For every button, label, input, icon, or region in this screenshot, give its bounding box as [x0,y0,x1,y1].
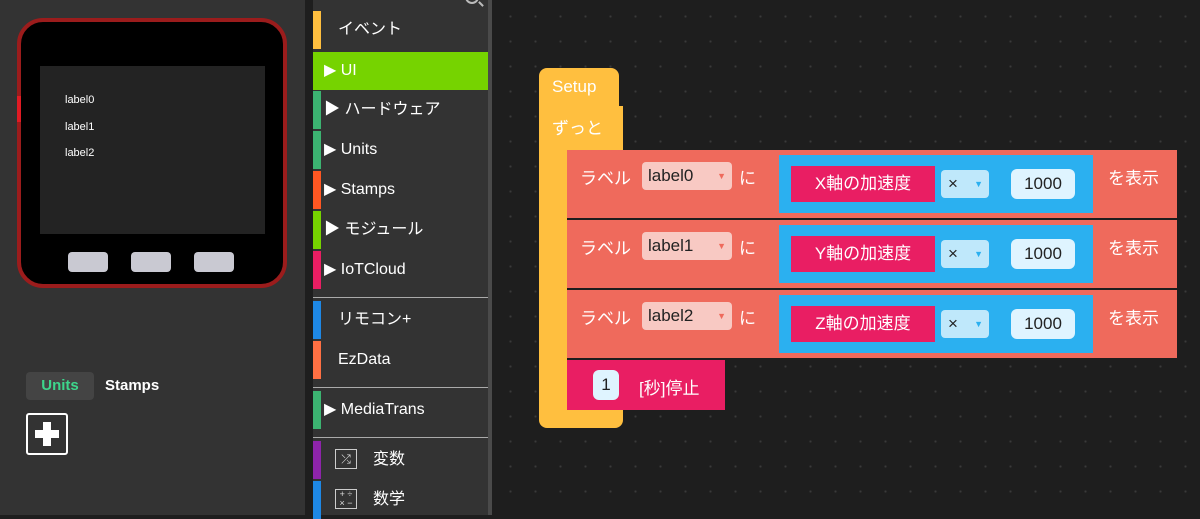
x-accel-block[interactable]: X軸の加速度 [791,166,935,202]
setup-block[interactable]: Setup [539,68,619,106]
category-iotcloud[interactable]: ▶ IoTCloud [313,251,488,289]
screen-label-2[interactable]: label2 [65,147,95,159]
operator-value: × [948,244,958,263]
category-label: ▶ Units [324,141,378,158]
category-ui[interactable]: ▶ UI [313,52,488,90]
label-prefix: ラベル [580,309,631,328]
category-module[interactable]: ▶ モジュール [313,211,488,249]
sensor-label: Z軸の加速度 [815,314,911,333]
category-divider [313,387,488,388]
display-suffix: を表示 [1108,239,1159,258]
category-label: ▶ UI [324,62,357,79]
device-button-a[interactable] [68,252,108,272]
device-preview: label0 label1 label2 [17,18,287,288]
category-mediatrans[interactable]: ▶ MediaTrans [313,391,488,429]
label-dropdown-0[interactable]: label0▼ [642,162,732,190]
forever-block-foot [539,410,623,428]
device-button-c[interactable] [194,252,234,272]
category-label-text: Stamps [340,181,395,198]
number-field-1[interactable]: 1000 [1011,239,1075,269]
category-label: ▶ ハードウェア [324,101,441,118]
particle-text: に [739,169,756,188]
category-label-text: IoTCloud [340,261,406,278]
category-divider [313,297,488,298]
category-divider [313,437,488,438]
operator-dropdown-1[interactable]: ×▼ [941,240,989,268]
label-dropdown-value: label2 [648,306,694,325]
category-units[interactable]: ▶ Units [313,131,488,169]
operator-value: × [948,314,958,333]
wait-seconds-field[interactable]: 1 [593,370,619,400]
forever-block[interactable]: ずっと [539,106,623,152]
sensor-label: Y軸の加速度 [814,244,912,263]
display-suffix: を表示 [1108,309,1159,328]
device-screen[interactable]: label0 label1 label2 [40,66,265,234]
label-display-block-2[interactable]: ラベル label2▼ に Z軸の加速度 ×▼ 1000 を表示 [567,290,1177,358]
label-dropdown-value: label1 [648,236,694,255]
tab-stamps[interactable]: Stamps [105,377,160,394]
display-suffix: を表示 [1108,169,1159,188]
category-hardware[interactable]: ▶ ハードウェア [313,91,488,129]
label-dropdown-1[interactable]: label1▼ [642,232,732,260]
category-variables[interactable]: ⤮ 変数 [313,441,488,479]
screen-label-1[interactable]: label1 [65,121,95,133]
category-ezdata[interactable]: EzData [313,341,488,379]
category-label: ▶ MediaTrans [324,401,425,418]
device-panel: label0 label1 label2 Units Stamps [0,0,305,515]
y-accel-block[interactable]: Y軸の加速度 [791,236,935,272]
wait-label: [秒]停止 [639,379,700,398]
label-display-block-1[interactable]: ラベル label1▼ に Y軸の加速度 ×▼ 1000 を表示 [567,220,1177,288]
wait-block[interactable]: 1 [秒]停止 [567,360,725,410]
category-label-text: モジュール [344,221,424,238]
category-label: ▶ Stamps [324,181,395,198]
category-label: イベント [338,21,403,38]
category-remote[interactable]: リモコン+ [313,301,488,339]
category-event[interactable]: イベント [313,11,488,49]
operator-value: × [948,174,958,193]
category-label: ▶ IoTCloud [324,261,406,278]
number-field-2[interactable]: 1000 [1011,309,1075,339]
category-label-text: ハードウェア [344,101,441,118]
operator-dropdown-0[interactable]: ×▼ [941,170,989,198]
category-stamps[interactable]: ▶ Stamps [313,171,488,209]
setup-label: Setup [552,77,597,96]
category-label-text: MediaTrans [340,401,425,418]
category-label: EzData [338,351,391,368]
category-label: 変数 [373,451,406,468]
forever-block-arm [539,152,567,414]
category-label: リモコン+ [338,311,412,328]
device-button-b[interactable] [131,252,171,272]
label-display-block-0[interactable]: ラベル label0▼ に X軸の加速度 ×▼ 1000 を表示 [567,150,1177,218]
sensor-label: X軸の加速度 [814,174,912,193]
add-unit-button[interactable] [26,413,68,455]
screen-label-0[interactable]: label0 [65,94,95,106]
category-label-text: UI [340,62,357,79]
math-operators-icon: + ÷× − [335,489,357,509]
number-field-0[interactable]: 1000 [1011,169,1075,199]
z-accel-block[interactable]: Z軸の加速度 [791,306,935,342]
label-prefix: ラベル [580,169,631,188]
category-label-text: Units [340,141,378,158]
multiply-block-0[interactable]: X軸の加速度 ×▼ 1000 [779,155,1093,213]
multiply-block-2[interactable]: Z軸の加速度 ×▼ 1000 [779,295,1093,353]
category-math[interactable]: + ÷× − 数学 [313,481,488,519]
label-dropdown-value: label0 [648,166,694,185]
operator-dropdown-2[interactable]: ×▼ [941,310,989,338]
tab-units[interactable]: Units [26,372,94,400]
category-label: ▶ モジュール [324,221,424,238]
particle-text: に [739,239,756,258]
label-prefix: ラベル [580,239,631,258]
multiply-block-1[interactable]: Y軸の加速度 ×▼ 1000 [779,225,1093,283]
shuffle-icon: ⤮ [335,449,357,469]
category-label: 数学 [373,491,406,508]
label-dropdown-2[interactable]: label2▼ [642,302,732,330]
device-side-button [17,96,21,122]
category-scrollbar[interactable] [488,0,492,515]
forever-label: ずっと [552,119,603,138]
particle-text: に [739,309,756,328]
